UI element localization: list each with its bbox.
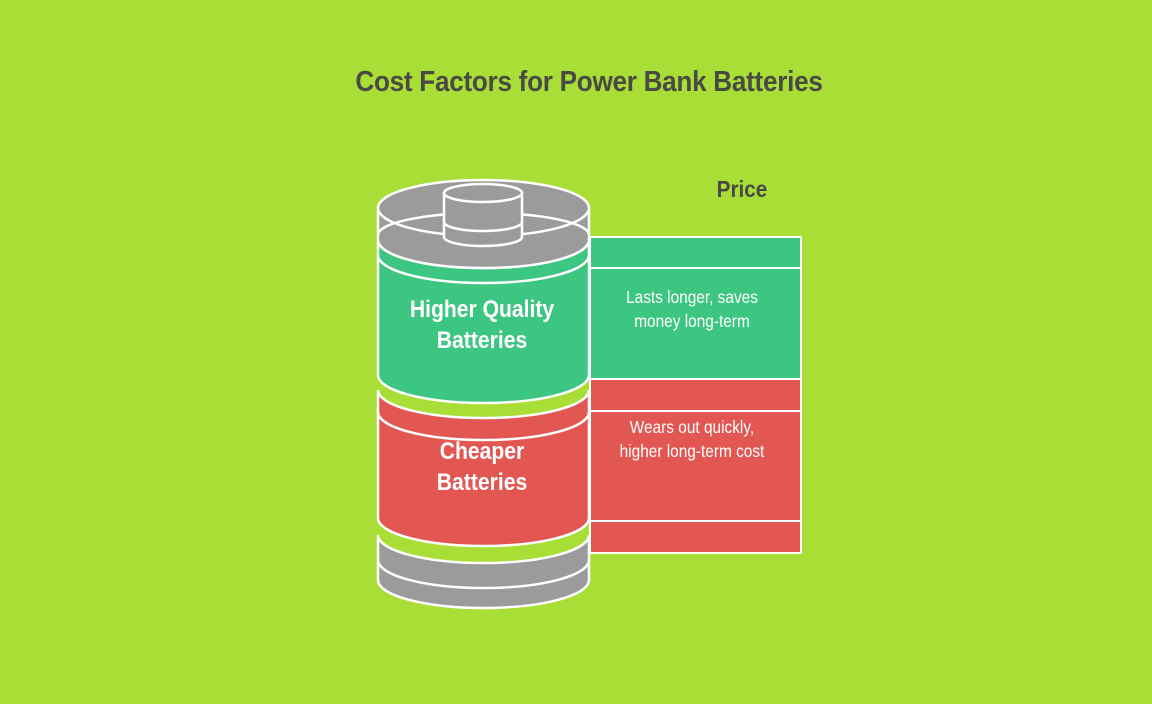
battery-terminal-ring	[442, 221, 524, 233]
battery-cheap-ring	[376, 411, 591, 442]
battery-terminal	[442, 191, 524, 248]
battery-bottom-ring	[376, 559, 591, 590]
diagram-title: Cost Factors for Power Bank Batteries	[355, 66, 823, 98]
battery-bottom-cap	[376, 534, 591, 610]
price-panel-quality-main	[589, 267, 802, 380]
battery-cheap-band	[376, 389, 591, 548]
battery-quality-ring	[376, 254, 591, 285]
price-label: Price	[716, 176, 768, 202]
quality-band-note: Lasts longer, saves money long-term	[626, 287, 758, 331]
quality-band-label: Higher Quality Batteries	[409, 296, 555, 354]
battery	[376, 178, 591, 610]
cheap-band-label: Cheaper Batteries	[436, 438, 528, 496]
price-panel-cheap-top	[589, 378, 802, 412]
battery-terminal-top	[442, 182, 524, 204]
price-panel	[589, 236, 802, 554]
price-panel-cheap-bottom	[589, 520, 802, 554]
price-panel-quality-top	[589, 236, 802, 269]
cheap-band-note: Wears out quickly, higher long-term cost	[619, 417, 765, 461]
